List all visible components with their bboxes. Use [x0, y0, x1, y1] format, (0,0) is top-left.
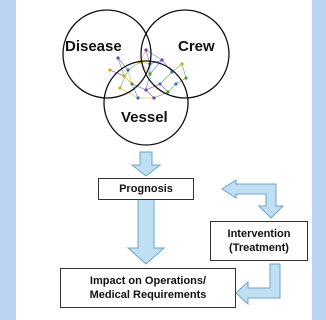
network-node [118, 86, 122, 90]
network-edge [149, 59, 163, 75]
network-node [108, 68, 112, 72]
venn-circle-crew [140, 9, 230, 99]
network-node [144, 48, 148, 52]
network-edge [131, 83, 147, 91]
arrow-prognosis-to-intervention [221, 179, 285, 219]
diagram-panel [16, 0, 312, 320]
impact-box: Impact on Operations/ Medical Requiremen… [60, 268, 236, 308]
arrow-prognosis-to-impact [126, 197, 166, 265]
network-node [136, 96, 140, 100]
venn-circle-vessel [103, 60, 189, 146]
prognosis-label: Prognosis [119, 183, 173, 195]
network-node [116, 56, 120, 60]
network-node [126, 68, 130, 72]
network-node [158, 82, 162, 86]
network-edge [123, 75, 133, 85]
intervention-box: Intervention (Treatment) [210, 221, 308, 261]
network-node [160, 58, 164, 62]
network-node [166, 90, 170, 94]
network-node [174, 82, 178, 86]
network-edge [119, 69, 129, 89]
network-edge [145, 73, 151, 91]
venn-label-disease: Disease [65, 38, 122, 55]
network-edge [117, 57, 125, 77]
intervention-label-line1: Intervention [227, 228, 291, 240]
network-node [122, 74, 126, 78]
venn-label-vessel: Vessel [121, 109, 168, 126]
network-edge [153, 91, 169, 99]
network-edge [127, 61, 141, 71]
network-edge [159, 83, 169, 93]
impact-label-line2: Medical Requirements [89, 289, 207, 301]
arrow-intervention-to-impact [235, 263, 281, 306]
arrow-venn-to-prognosis [130, 151, 162, 177]
network-edge [117, 57, 129, 71]
impact-label-line1: Impact on Operations/ [89, 275, 207, 287]
network-node [180, 62, 184, 66]
intervention-label-line2: (Treatment) [229, 242, 289, 254]
network-edge [119, 87, 139, 99]
network-node [144, 88, 148, 92]
network-edge [181, 63, 187, 79]
network-node [130, 82, 134, 86]
network-node [152, 96, 156, 100]
network-edge [127, 69, 133, 85]
venn-circle-disease [62, 9, 152, 99]
network-node [148, 72, 152, 76]
network-edge [167, 83, 177, 93]
network-edge [175, 77, 187, 85]
network-edge [131, 83, 139, 99]
network-edge [145, 83, 161, 91]
network-edge [159, 71, 173, 85]
network-node [184, 76, 188, 80]
prognosis-box: Prognosis [98, 178, 194, 200]
venn-label-crew: Crew [178, 38, 215, 55]
network-edge [145, 89, 155, 99]
network-edge [145, 49, 163, 61]
